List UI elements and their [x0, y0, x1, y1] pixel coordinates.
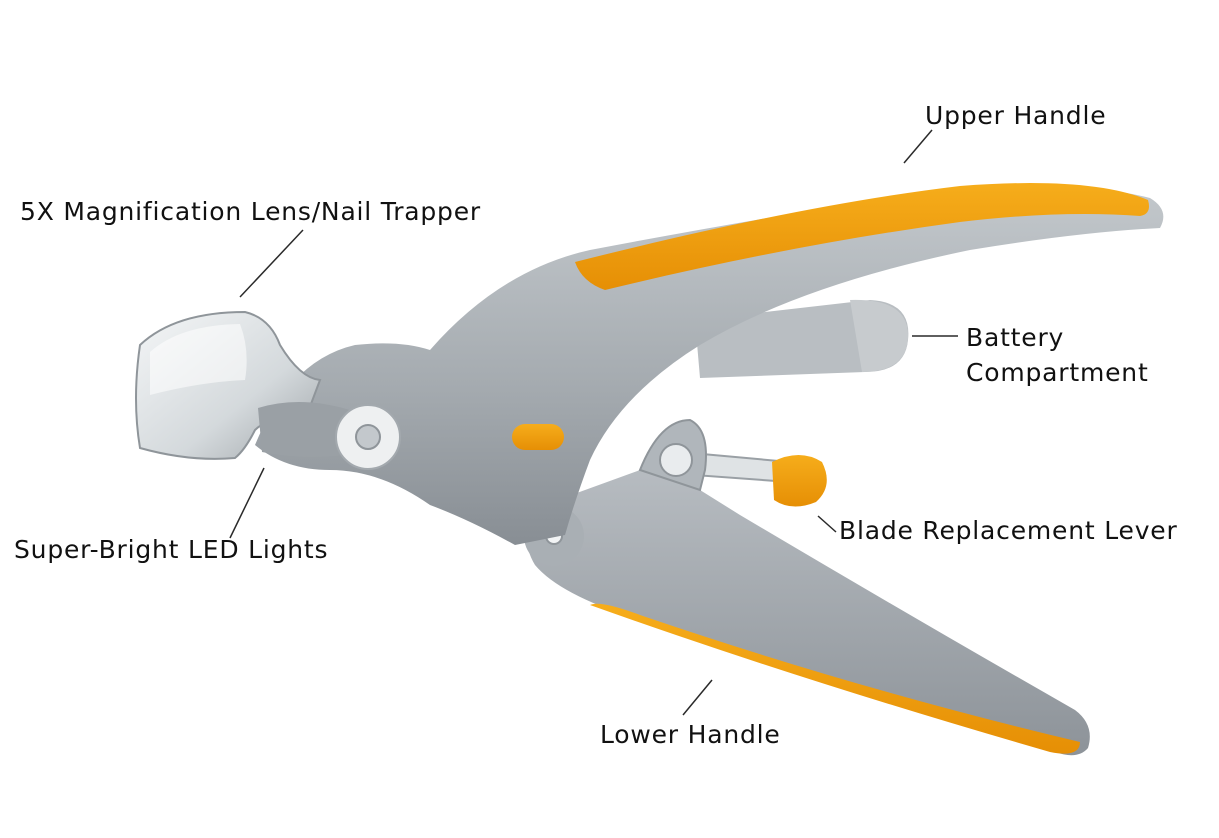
label-battery-line2: Compartment: [966, 358, 1149, 387]
upper-handle-body: [255, 186, 1164, 545]
label-upper-handle: Upper Handle: [925, 101, 1107, 130]
upper-hinge-pin: [355, 424, 381, 450]
label-lens: 5X Magnification Lens/Nail Trapper: [20, 197, 481, 226]
upper-handle-grip: [575, 183, 1149, 290]
led-button: [512, 424, 564, 450]
label-led-lights: Super-Bright LED Lights: [14, 535, 329, 564]
leader-line-blade-lever: [817, 515, 837, 533]
blade-lever-knob: [772, 455, 827, 507]
leader-line-lens: [239, 229, 304, 298]
led-housing: [258, 401, 350, 457]
lower-pivot-hole: [659, 443, 693, 477]
label-battery-compartment: Battery Compartment: [966, 320, 1149, 390]
leader-line-upper-handle: [903, 129, 933, 164]
lower-handle-body: [526, 468, 1090, 756]
leader-line-led: [229, 467, 265, 539]
leader-line-lower-handle: [682, 679, 713, 716]
lower-handle-grip: [590, 603, 1080, 754]
label-blade-lever: Blade Replacement Lever: [839, 516, 1178, 545]
label-lower-handle: Lower Handle: [600, 720, 781, 749]
battery-compartment-cap: [850, 299, 909, 372]
lens-highlight: [150, 324, 247, 395]
label-battery-line1: Battery: [966, 323, 1065, 352]
